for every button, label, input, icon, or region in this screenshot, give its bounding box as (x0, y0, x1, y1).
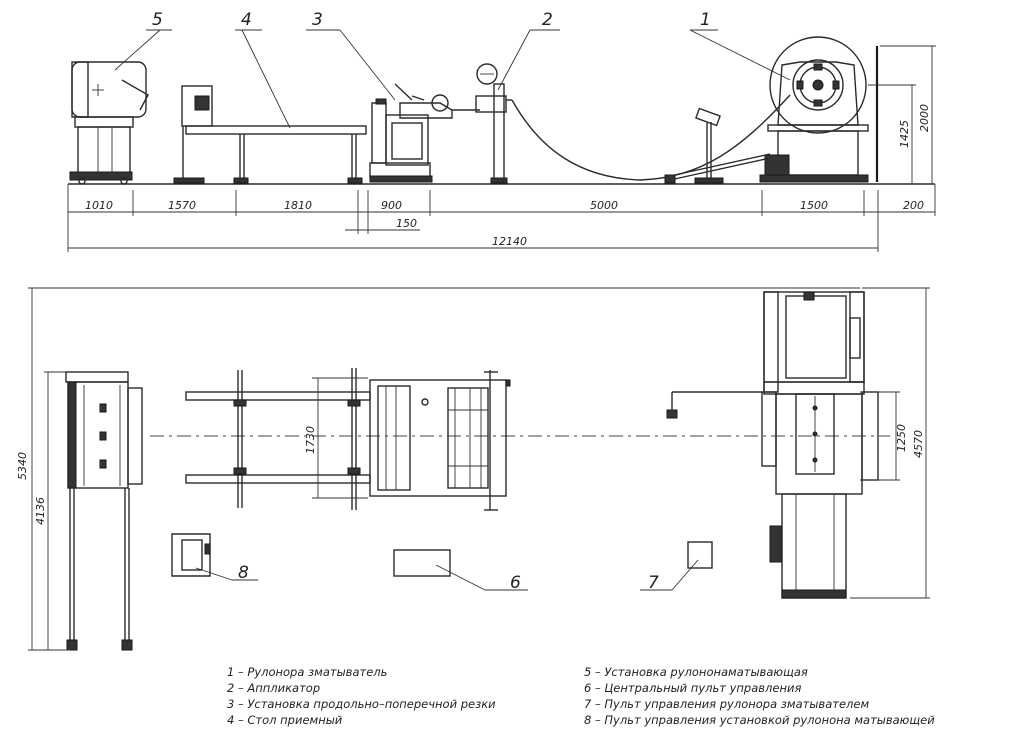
plan-view: 5340 4136 1730 1250 4570 (16, 287, 930, 651)
side-dimension-lines (67, 45, 936, 252)
rewinder-unit-plan (65, 371, 143, 651)
rewinder-unit-side (69, 61, 149, 185)
dim-5000: 5000 (590, 199, 618, 212)
dim-1250: 1250 (895, 424, 908, 452)
callout-6: 6 (510, 573, 521, 593)
dim-150: 150 (396, 217, 417, 230)
legend-item-6: 6 – Центральный пульт управления (584, 681, 802, 695)
rewinder-control-console (171, 533, 211, 577)
callout-4: 4 (241, 10, 252, 30)
callout-8: 8 (238, 563, 249, 583)
dim-200: 200 (903, 199, 924, 212)
dim-5340: 5340 (16, 452, 29, 480)
plan-dimension-lines (28, 287, 930, 651)
dim-12140: 12140 (492, 235, 527, 248)
plan-callout-leaders (195, 559, 699, 591)
dim-1010: 1010 (85, 199, 113, 212)
legend-item-3: 3 – Установка продольно–поперечной резки (227, 697, 496, 711)
side-callout-leaders (114, 29, 791, 129)
dim-1500: 1500 (800, 199, 828, 212)
legend-item-5: 5 – Установка рулононаматывающая (584, 665, 808, 679)
dim-4136: 4136 (34, 497, 47, 525)
slitting-unit-plan (369, 370, 511, 511)
callout-7: 7 (648, 573, 659, 593)
callout-1: 1 (700, 10, 711, 30)
legend-item-8: 8 – Пульт управления установкой рулонона… (584, 713, 935, 727)
dim-1425: 1425 (898, 120, 911, 148)
uncoiler-plan (666, 291, 879, 599)
uncoiler-control-console (687, 541, 713, 569)
dim-2000: 2000 (918, 104, 931, 132)
dim-1810: 1810 (284, 199, 312, 212)
side-view: 5 4 3 2 1 1010 1570 1810 9 (67, 10, 936, 252)
receiving-table-plan (185, 368, 371, 510)
dim-4570: 4570 (912, 430, 925, 458)
central-control-console (393, 549, 451, 577)
callout-5: 5 (152, 10, 163, 30)
applicator-side (475, 63, 512, 184)
uncoiler-side (664, 36, 879, 184)
legend-item-4: 4 – Стол приемный (227, 713, 343, 727)
legend-item-2: 2 – Аппликатор (227, 681, 321, 695)
legend-right: 5 – Установка рулононаматывающая 6 – Цен… (584, 664, 935, 728)
callout-2: 2 (542, 10, 553, 30)
strip-sag-curve (511, 94, 791, 181)
slitting-unit-side (369, 83, 480, 183)
legend-left: 1 – Рулонора зматыватель 2 – Аппликатор … (227, 664, 496, 728)
dim-900: 900 (381, 199, 402, 212)
legend-item-1: 1 – Рулонора зматыватель (227, 665, 388, 679)
legend-item-7: 7 – Пульт управления рулонора зматывател… (584, 697, 870, 711)
coil-control-stand-side (694, 107, 724, 184)
receiving-table-side (173, 85, 367, 184)
callout-3: 3 (312, 10, 323, 30)
dim-1570: 1570 (168, 199, 196, 212)
dim-1730: 1730 (304, 426, 317, 454)
